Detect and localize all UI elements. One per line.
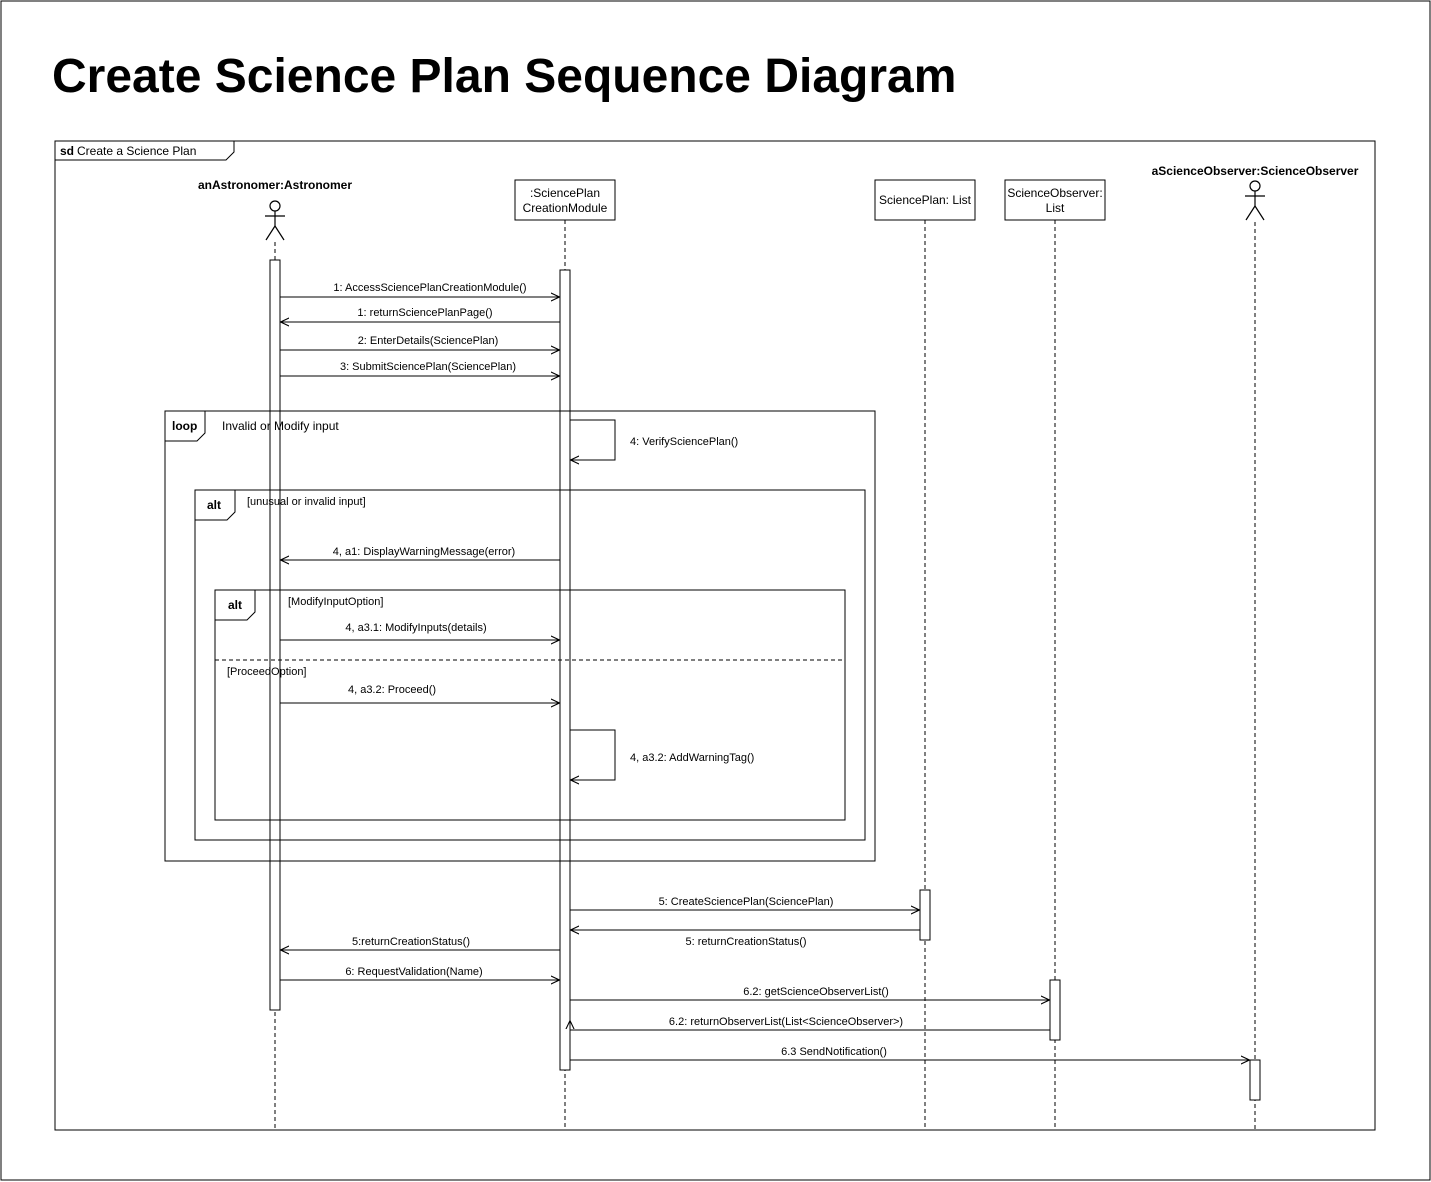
message-5-return-label: 5: returnCreationStatus(): [685, 936, 806, 948]
loop-fragment: loop Invalid or Modify input: [164, 410, 876, 862]
message-5-return-astronomer-label: 5:returnCreationStatus(): [352, 936, 470, 948]
sd-frame-name: Create a Science Plan: [77, 144, 196, 158]
message-6-2-label: 6.2: getScienceObserverList(): [743, 986, 889, 998]
alt-inner-keyword: alt: [228, 598, 242, 612]
message-6: 6: RequestValidation(Name): [280, 966, 559, 980]
module-activation: [559, 269, 571, 1071]
lifeline-astronomer: anAstronomer:Astronomer: [198, 178, 352, 1130]
message-4a1: 4, a1: DisplayWarningMessage(error): [281, 546, 560, 560]
message-4-self: 4: VerifySciencePlan(): [570, 419, 738, 460]
message-6-2-return-label: 6.2: returnObserverList(List<ScienceObse…: [669, 1016, 903, 1028]
observer-list-label-line1: ScienceObserver:: [1007, 186, 1102, 200]
message-6-3: 6.3 SendNotification(): [570, 1046, 1249, 1060]
message-5-label: 5: CreateSciencePlan(SciencePlan): [659, 896, 834, 908]
alt-inner-guard2: [ProceedOption]: [227, 666, 307, 678]
alt-inner-fragment: alt [ModifyInputOption] [ProceedOption]: [214, 589, 846, 821]
message-6-2-return: 6.2: returnObserverList(List<ScienceObse…: [570, 1016, 1050, 1031]
message-1-label: 1: AccessSciencePlanCreationModule(): [333, 282, 526, 294]
astronomer-activation: [269, 259, 281, 1011]
message-3-label: 3: SubmitSciencePlan(SciencePlan): [340, 361, 516, 373]
message-3: 3: SubmitSciencePlan(SciencePlan): [280, 361, 559, 376]
astronomer-label: anAstronomer:Astronomer: [198, 178, 352, 192]
message-4a1-label: 4, a1: DisplayWarningMessage(error): [333, 546, 515, 558]
alt-outer-guard: [unusual or invalid input]: [247, 496, 366, 508]
alt-inner-guard: [ModifyInputOption]: [288, 596, 383, 608]
message-1-return-label: 1: returnSciencePlanPage(): [357, 307, 492, 319]
observer-list-label-line2: List: [1046, 201, 1065, 215]
page-title: Create Science Plan Sequence Diagram: [52, 50, 956, 103]
alt-outer-fragment: alt [unusual or invalid input]: [194, 489, 866, 841]
lifeline-observer-list: ScienceObserver: List: [1004, 179, 1106, 1130]
message-1-return: 1: returnSciencePlanPage(): [281, 307, 560, 322]
sd-frame: sd Create a Science Plan: [54, 140, 1376, 1131]
lifeline-module: :SciencePlan CreationModule: [514, 179, 616, 1130]
message-5: 5: CreateSciencePlan(SciencePlan): [570, 896, 919, 910]
observer-list-box: [1004, 179, 1106, 221]
message-5-return-astronomer: 5:returnCreationStatus(): [281, 936, 560, 950]
plan-list-box: [874, 179, 976, 221]
observer-actor-icon: [1245, 180, 1265, 221]
loop-keyword: loop: [172, 419, 197, 433]
message-1: 1: AccessSciencePlanCreationModule(): [280, 282, 559, 297]
loop-guard: Invalid or Modify input: [222, 419, 339, 433]
message-2: 2: EnterDetails(SciencePlan): [280, 335, 559, 350]
alt-outer-keyword: alt: [207, 498, 221, 512]
lifeline-observer: aScienceObserver:ScienceObserver: [1152, 164, 1359, 1130]
message-4a31-label: 4, a3.1: ModifyInputs(details): [345, 622, 486, 634]
message-4a32-self: 4, a3.2: AddWarningTag(): [570, 729, 754, 780]
message-6-3-label: 6.3 SendNotification(): [781, 1046, 887, 1058]
plan-list-label: SciencePlan: List: [879, 193, 972, 207]
message-6-2: 6.2: getScienceObserverList(): [570, 986, 1049, 1000]
module-label-line1: :SciencePlan: [530, 186, 600, 200]
observer-list-activation: [1049, 979, 1061, 1041]
astronomer-actor-icon: [265, 200, 285, 241]
message-4-label: 4: VerifySciencePlan(): [630, 436, 738, 448]
message-2-label: 2: EnterDetails(SciencePlan): [358, 335, 499, 347]
lifeline-plan-list: SciencePlan: List: [874, 179, 976, 1130]
message-4a32-label: 4, a3.2: Proceed(): [348, 684, 436, 696]
sd-keyword: sd: [60, 144, 74, 158]
observer-label: aScienceObserver:ScienceObserver: [1152, 164, 1359, 178]
plan-list-activation: [919, 889, 931, 941]
message-4a32: 4, a3.2: Proceed(): [280, 684, 559, 703]
message-4a32-self-label: 4, a3.2: AddWarningTag(): [630, 752, 754, 764]
module-label-line2: CreationModule: [523, 201, 608, 215]
message-5-return: 5: returnCreationStatus(): [571, 930, 920, 948]
message-4a31: 4, a3.1: ModifyInputs(details): [280, 622, 559, 640]
module-box: [514, 179, 616, 221]
observer-activation: [1249, 1059, 1261, 1101]
message-6-label: 6: RequestValidation(Name): [345, 966, 482, 978]
